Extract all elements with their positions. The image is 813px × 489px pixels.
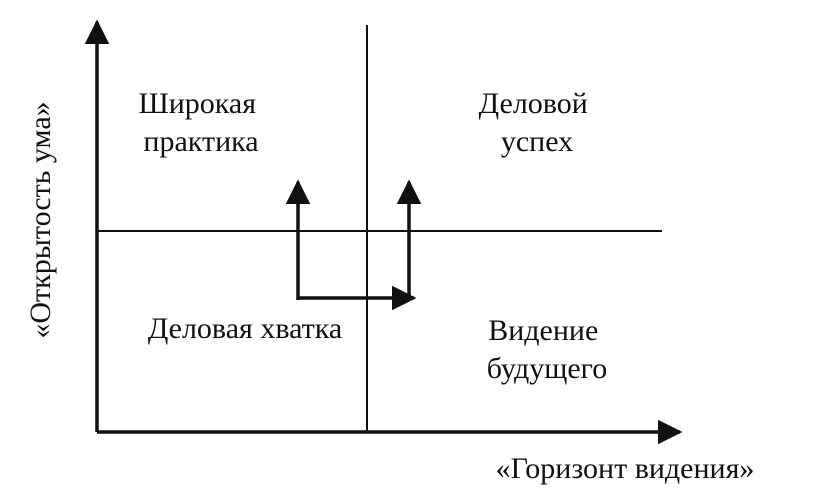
quadrant-top-left-label: Широкая практика: [138, 87, 263, 158]
quadrant-bottom-left-label: Деловая хватка: [148, 312, 342, 345]
x-axis-label: «Горизонт видения»: [496, 452, 755, 485]
quadrant-top-right-label: Деловой успех: [479, 87, 596, 158]
quadrant-bottom-right-label: Видение будущего: [487, 314, 607, 385]
y-axis-label: «Открытость ума»: [24, 101, 57, 338]
